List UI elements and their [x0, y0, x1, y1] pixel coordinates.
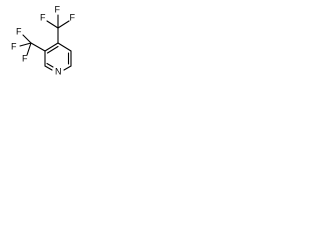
ring-bond-c4-c5 [57, 42, 72, 52]
bond-top-c-f1 [46, 20, 59, 29]
ring-bond-n-c2 [44, 65, 53, 71]
top-fluorine-1-label: F [40, 12, 46, 22]
left-fluorine-1-label: F [16, 26, 22, 36]
pyridine-structure: N F F F F F F [11, 4, 76, 76]
ring-nitrogen-label: N [55, 66, 62, 76]
bond-top-c-f3 [57, 20, 70, 29]
left-fluorine-2-label: F [11, 41, 17, 51]
top-fluorine-2-label: F [55, 4, 61, 14]
bond-left-c-f1 [22, 34, 32, 44]
structure-canvas: N F F F F F F [0, 0, 87, 94]
ring-bond-c6-n [63, 65, 72, 71]
left-fluorine-3-label: F [22, 53, 28, 63]
ring-bond-n-c2-inner [46, 62, 54, 68]
ring-bond-c3-c4-inner [46, 45, 59, 54]
bond-left-c-f2 [19, 42, 32, 47]
ring-bond-c3-c4 [44, 42, 59, 52]
top-fluorine-3-label: F [70, 12, 76, 22]
bond-c3-cf3-left [30, 42, 46, 52]
bond-left-c-f3 [26, 42, 32, 56]
